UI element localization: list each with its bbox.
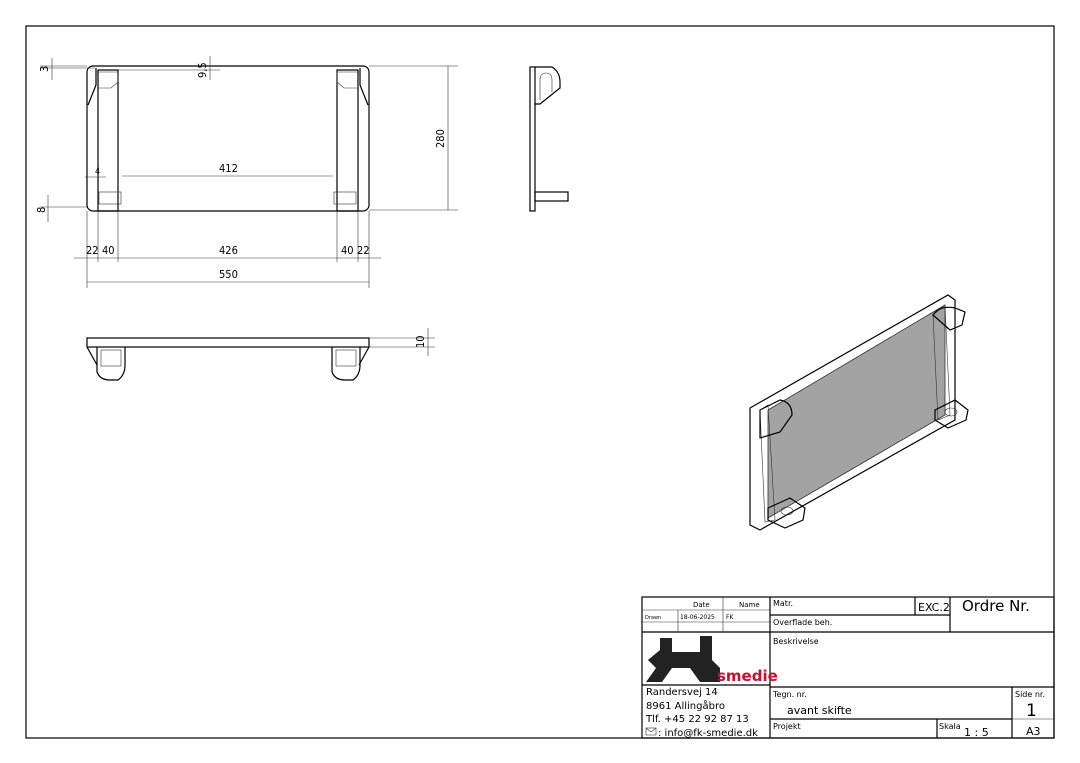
company-logo: smedie (646, 636, 778, 685)
label: EXC.2 (918, 601, 950, 614)
label: 22 (86, 244, 99, 257)
label: Randersvej 14 (646, 687, 718, 698)
label: Skala (939, 722, 961, 731)
label: Overflade beh. (773, 618, 832, 627)
label: 3 (38, 66, 51, 72)
label: A3 (1026, 725, 1041, 738)
label: Tlf. +45 22 92 87 13 (645, 714, 749, 725)
label: 1 : 5 (964, 726, 989, 739)
title-block: Date Name Drawn 18-06-2025 FK smedie Ran… (641, 596, 1055, 739)
label: Beskrivelse (773, 637, 819, 646)
label: 8961 Allingåbro (646, 699, 725, 712)
label: 550 (219, 268, 238, 281)
label: 426 (219, 244, 238, 257)
label: 4 (95, 167, 100, 177)
front-view: 3 9,5 280 412 4 8 22 40 426 40 22 550 (35, 56, 458, 288)
label: avant skifte (787, 704, 852, 717)
mail-icon (645, 727, 657, 736)
label: Matr. (773, 599, 793, 608)
label: Date (693, 601, 710, 609)
label: Ordre Nr. (962, 597, 1030, 615)
label: 412 (219, 162, 238, 175)
label: 18-06-2025 (680, 614, 715, 621)
isometric-view (749, 294, 969, 531)
drawing-border (25, 25, 1055, 739)
label: smedie (717, 667, 778, 685)
side-view (529, 66, 569, 212)
label: Tegn. nr. (772, 690, 807, 699)
label: 280 (434, 129, 447, 148)
label: 40 (341, 244, 354, 257)
label: 10 (414, 335, 427, 348)
label: Side nr. (1015, 690, 1045, 699)
label: 9,5 (196, 62, 209, 78)
label: Name (739, 601, 760, 609)
label: 40 (102, 244, 115, 257)
label: FK (726, 614, 734, 621)
label: Drawn (645, 615, 661, 621)
top-view: 10 (86, 328, 435, 381)
label: 22 (357, 244, 370, 257)
label: 8 (35, 207, 48, 213)
label: 1 (1026, 701, 1037, 721)
label: Projekt (773, 722, 801, 731)
email[interactable]: : info@fk-smedie.dk (658, 728, 758, 739)
